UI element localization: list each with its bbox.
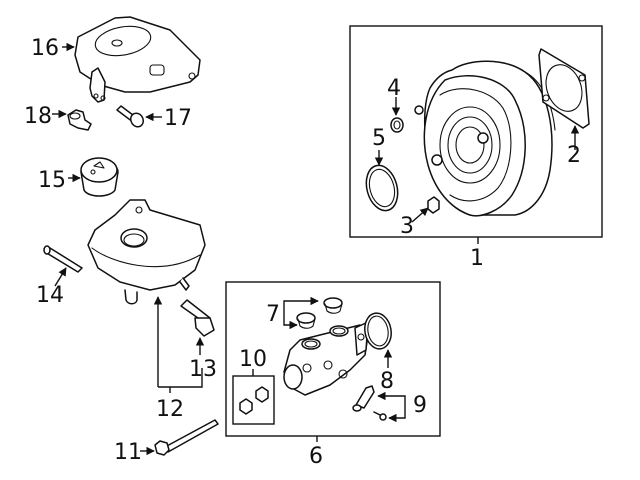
master-cylinder-group-frame xyxy=(225,281,441,437)
sensor-9[interactable] xyxy=(352,385,375,412)
seal-4[interactable] xyxy=(390,117,404,133)
master-cylinder[interactable] xyxy=(283,321,369,396)
brake-booster[interactable] xyxy=(414,60,556,217)
nut-10b[interactable] xyxy=(239,398,253,415)
booster-gasket[interactable] xyxy=(538,48,590,129)
callout-12-bracket xyxy=(158,368,203,388)
callout-14[interactable]: 14 xyxy=(36,283,64,308)
callout-12[interactable]: 12 xyxy=(156,397,184,422)
callout-13[interactable]: 13 xyxy=(189,357,217,382)
master-cylinder-group: 6 7 xyxy=(225,281,441,469)
grommet-7a[interactable] xyxy=(323,297,343,314)
callout-17[interactable]: 17 xyxy=(164,106,192,131)
bolt-11[interactable] xyxy=(154,419,219,456)
callout-3[interactable]: 3 xyxy=(400,214,414,239)
callout-7-arrow-a xyxy=(283,296,319,313)
nuts-10-box xyxy=(232,375,275,425)
callout-8[interactable]: 8 xyxy=(380,369,394,394)
callout-2[interactable]: 2 xyxy=(567,143,581,168)
connector-13[interactable] xyxy=(180,299,215,337)
callout-1[interactable]: 1 xyxy=(470,246,484,271)
nut-3[interactable] xyxy=(427,196,440,214)
booster-group: 1 2 3 xyxy=(349,25,603,271)
clip-18[interactable] xyxy=(67,109,92,131)
callout-16[interactable]: 16 xyxy=(31,36,59,61)
pin-14[interactable] xyxy=(43,245,83,273)
callout-7-arrow-b xyxy=(283,313,298,330)
booster-group-frame xyxy=(349,25,603,238)
screw-9[interactable] xyxy=(373,411,387,421)
nut-10a[interactable] xyxy=(255,386,269,403)
bolt-17[interactable] xyxy=(116,105,146,129)
callout-6[interactable]: 6 xyxy=(309,444,323,469)
callout-3-arrow xyxy=(411,207,429,223)
grommet-7b[interactable] xyxy=(296,312,316,329)
callout-9[interactable]: 9 xyxy=(413,393,427,418)
callout-10[interactable]: 10 xyxy=(239,347,267,372)
reservoir[interactable] xyxy=(87,199,206,305)
callout-18[interactable]: 18 xyxy=(24,104,52,129)
o-ring-5[interactable] xyxy=(362,162,403,214)
callout-9-arrow-a xyxy=(377,391,406,404)
callout-11[interactable]: 11 xyxy=(114,440,142,465)
o-ring-8[interactable] xyxy=(362,311,394,351)
cover-16[interactable] xyxy=(74,16,201,103)
callout-7[interactable]: 7 xyxy=(266,302,280,327)
callout-9-arrow-b xyxy=(388,404,406,423)
reservoir-cap-15[interactable] xyxy=(80,157,119,197)
callout-5[interactable]: 5 xyxy=(372,126,386,151)
callout-4[interactable]: 4 xyxy=(387,76,401,101)
callout-14-arrow xyxy=(54,267,67,287)
callout-15[interactable]: 15 xyxy=(38,168,66,193)
